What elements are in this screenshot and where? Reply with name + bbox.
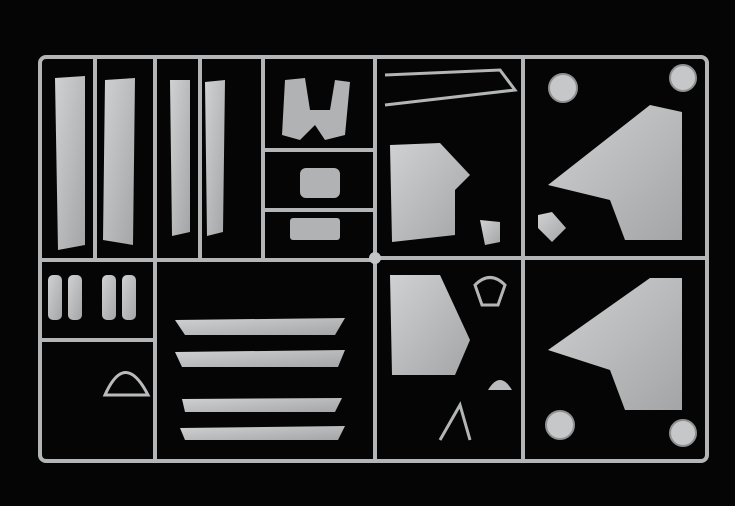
gear-strut-part — [384, 68, 518, 107]
cone-part — [488, 380, 512, 390]
wheel-parts — [545, 64, 697, 447]
tall-slat-parts — [55, 76, 225, 250]
fuselage-panel-parts — [390, 143, 566, 375]
sprue-frame — [38, 55, 709, 463]
wing-parts — [548, 105, 682, 410]
bracket-part — [473, 276, 507, 307]
horizontal-slat-parts — [175, 318, 345, 440]
canopy-frame-part — [102, 371, 151, 397]
seat-parts — [282, 78, 350, 240]
leg-part — [438, 401, 472, 441]
sprue-gate — [369, 252, 381, 264]
small-pod-parts — [48, 275, 136, 320]
